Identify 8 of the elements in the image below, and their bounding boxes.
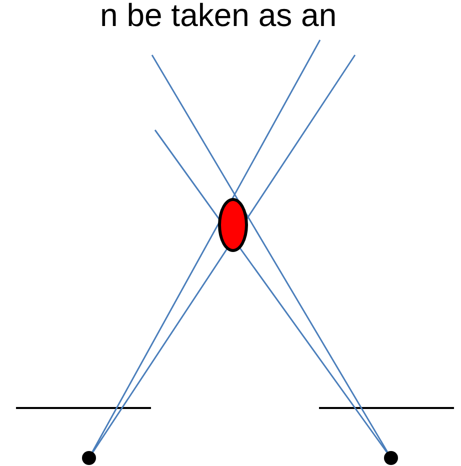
sight-line: [151, 54, 388, 452]
target-ellipse: [218, 198, 248, 252]
cut-off-text: n be taken as an: [100, 0, 337, 34]
sight-line: [92, 40, 321, 452]
observer-dot: [384, 451, 398, 465]
observer-dot: [82, 451, 96, 465]
sight-line: [92, 54, 356, 453]
sight-line: [154, 130, 388, 453]
